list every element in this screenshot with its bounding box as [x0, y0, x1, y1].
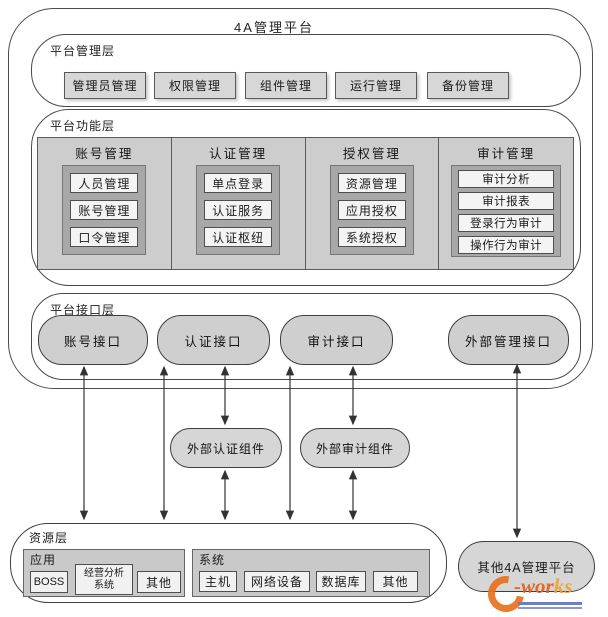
authorization-management-column: 授权管理 资源管理 应用授权 系统授权 — [306, 138, 440, 269]
authentication-management-column: 认证管理 单点登录 认证服务 认证枢纽 — [172, 138, 306, 269]
external-audit-component: 外部审计组件 — [300, 428, 410, 468]
operation-management-box: 运行管理 — [335, 72, 417, 99]
eworks-underline-thin — [518, 607, 582, 609]
boss-box: BOSS — [30, 571, 68, 593]
column-title: 认证管理 — [209, 147, 268, 161]
authentication-management-box: 单点登录 认证服务 认证枢纽 — [196, 165, 281, 255]
audit-interface-pill: 审计接口 — [280, 315, 393, 365]
audit-report-box: 审计报表 — [458, 192, 555, 210]
interface-layer-label: 平台接口层 — [50, 303, 116, 317]
permission-management-box: 权限管理 — [154, 72, 236, 99]
component-management-box: 组件管理 — [245, 72, 327, 99]
audit-management-column: 审计管理 审计分析 审计报表 登录行为审计 操作行为审计 — [439, 138, 573, 269]
system-group-label: 系统 — [199, 553, 226, 567]
function-layer: 平台功能层 账号管理 人员管理 账号管理 口令管理 认证管理 单点登录 认证服务 — [31, 109, 581, 286]
network-device-box: 网络设备 — [244, 571, 310, 592]
external-auth-component: 外部认证组件 — [170, 428, 282, 468]
system-group: 系统 主机 网络设备 数据库 其他 — [192, 549, 430, 597]
host-box: 主机 — [199, 571, 237, 592]
database-box: 数据库 — [316, 571, 366, 592]
system-other-box: 其他 — [373, 571, 418, 592]
platform-container: 4A管理平台 平台管理层 管理员管理 权限管理 组件管理 运行管理 备份管理 平… — [8, 8, 593, 389]
audit-analysis-box: 审计分析 — [458, 170, 555, 188]
function-matrix: 账号管理 人员管理 账号管理 口令管理 认证管理 单点登录 认证服务 认证枢纽 — [37, 137, 574, 270]
auth-service-box: 认证服务 — [204, 200, 273, 220]
resource-management-box: 资源管理 — [337, 173, 406, 193]
auth-hub-box: 认证枢纽 — [204, 227, 273, 247]
admin-management-box: 管理员管理 — [64, 72, 146, 99]
column-title: 授权管理 — [342, 147, 401, 161]
sso-box: 单点登录 — [204, 173, 273, 193]
resource-layer-label: 资源层 — [29, 531, 69, 545]
application-other-box: 其他 — [137, 571, 181, 593]
eworks-text-part1: -wor — [514, 574, 554, 598]
system-authorization-box: 系统授权 — [337, 227, 406, 247]
eworks-logo-text: -works — [514, 574, 572, 599]
person-management-box: 人员管理 — [70, 173, 139, 193]
external-management-interface-pill: 外部管理接口 — [448, 315, 569, 365]
authorization-management-box: 资源管理 应用授权 系统授权 — [329, 165, 414, 255]
management-layer: 平台管理层 管理员管理 权限管理 组件管理 运行管理 备份管理 — [31, 34, 581, 107]
login-behavior-audit-box: 登录行为审计 — [458, 214, 555, 232]
audit-management-box: 审计分析 审计报表 登录行为审计 操作行为审计 — [451, 165, 562, 257]
application-group: 应用 BOSS 经营分析系统 其他 — [23, 549, 185, 597]
management-layer-label: 平台管理层 — [50, 44, 116, 58]
password-management-box: 口令管理 — [70, 227, 139, 247]
function-layer-label: 平台功能层 — [50, 119, 116, 133]
resource-layer: 资源层 应用 BOSS 经营分析系统 其他 系统 主机 网络设备 数据库 其他 — [10, 523, 447, 603]
eworks-text-part2: ks — [553, 574, 573, 598]
column-title: 账号管理 — [75, 147, 134, 161]
backup-management-box: 备份管理 — [427, 72, 509, 99]
auth-interface-pill: 认证接口 — [157, 315, 270, 365]
eworks-underline-thick — [518, 602, 582, 605]
account-box: 账号管理 — [70, 200, 139, 220]
account-management-box: 人员管理 账号管理 口令管理 — [62, 165, 147, 255]
app-authorization-box: 应用授权 — [337, 200, 406, 220]
account-interface-pill: 账号接口 — [38, 315, 148, 365]
column-title: 审计管理 — [477, 147, 536, 161]
application-group-label: 应用 — [30, 553, 57, 567]
diagram-title: 4A管理平台 — [234, 20, 314, 35]
eworks-watermark: -works — [480, 568, 608, 617]
operation-behavior-audit-box: 操作行为审计 — [458, 236, 555, 254]
business-analysis-system-box: 经营分析系统 — [75, 564, 133, 595]
other-4a-platform-pill: 其他4A管理平台 — [458, 541, 595, 592]
account-management-column: 账号管理 人员管理 账号管理 口令管理 — [38, 138, 172, 269]
interface-layer: 平台接口层 账号接口 认证接口 审计接口 外部管理接口 — [31, 293, 581, 380]
